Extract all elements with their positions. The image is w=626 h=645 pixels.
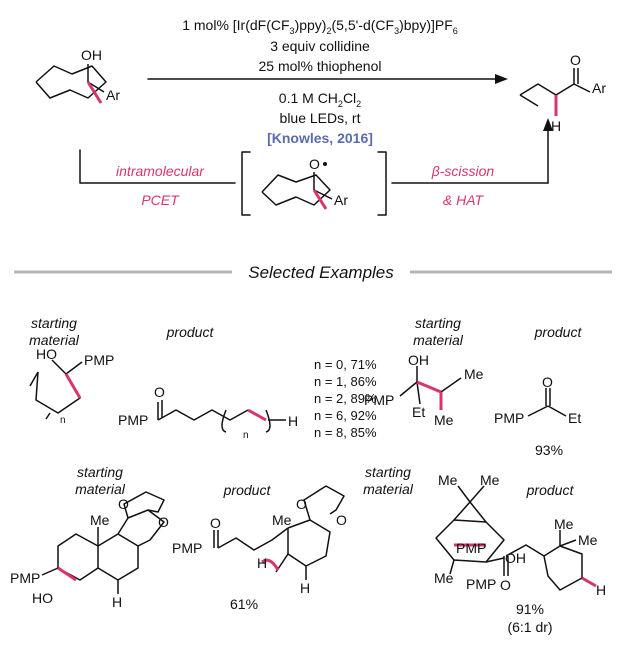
atom-ar-ketone: Ar: [592, 80, 606, 96]
conditions-line-4: 0.1 M CH2Cl2: [278, 90, 362, 109]
bracket-left: [241, 151, 251, 216]
atom-pmp-ex1: PMP: [84, 352, 115, 368]
atom-oh-ex4: OH: [505, 550, 526, 566]
alkoxy-radical-structure: [261, 172, 333, 206]
scission-label-2: & HAT: [442, 192, 484, 208]
atom-me-ex4c: Me: [434, 570, 454, 586]
dr-camphor: (6:1 dr): [507, 619, 553, 635]
chain-ketone-product-structure: [157, 400, 286, 433]
atom-me-ex3: Me: [90, 512, 110, 528]
loop-arrow-head: [543, 118, 553, 131]
scission-label-1: β-scission: [431, 163, 495, 179]
atom-o-prod3: O: [210, 515, 221, 531]
pcet-label-2: PCET: [141, 192, 179, 208]
n-yield-item: n = 8, 85%: [314, 425, 377, 440]
section-title: Selected Examples: [248, 263, 394, 282]
atom-me-prod4b: Me: [578, 532, 598, 548]
atom-ho-ex1: HO: [36, 346, 57, 362]
atom-oh-ex2: OH: [408, 352, 429, 368]
propiophenone-product-structure: [527, 388, 567, 417]
atom-me-ex4b: Me: [480, 472, 500, 488]
bracket-right: [377, 151, 387, 216]
mechanism-loop-line: [79, 149, 236, 184]
product-label-ex4: product: [526, 482, 574, 498]
yield-ketone: 93%: [535, 442, 564, 458]
n-yield-item: n = 2, 89%: [314, 391, 377, 406]
n-yield-item: n = 0, 71%: [314, 357, 377, 372]
atom-o-ex3b: O: [158, 514, 169, 530]
atom-o-ketone: O: [570, 52, 581, 68]
conditions-line-5: blue LEDs, rt: [279, 110, 361, 126]
atom-h-prod3b: H: [300, 580, 311, 596]
main-arrow-head: [495, 74, 508, 84]
bicyclic-sm-structure: [41, 491, 165, 594]
atom-me-prod4a: Me: [554, 516, 574, 532]
yield-camphor: 91%: [515, 601, 545, 617]
atom-pmp-prod3: PMP: [172, 540, 203, 556]
atom-pmp-ex3: PMP: [10, 570, 41, 586]
bornane-sm-structure: [435, 485, 505, 575]
atom-n-prod1: n: [243, 430, 249, 441]
atom-pmp-prod2: PMP: [494, 410, 525, 426]
atom-pmp-prod1: PMP: [118, 412, 149, 428]
atom-ho-ex3: HO: [32, 590, 53, 606]
atom-o-prod1: O: [154, 384, 165, 400]
pcet-label-1: intramolecular: [116, 163, 204, 179]
tertiary-alcohol-sm-structure: [399, 366, 462, 405]
atom-oh-top: OH: [81, 47, 102, 63]
product-label-ex1: product: [166, 324, 214, 340]
atom-o-prod3b: O: [336, 512, 347, 528]
product-label-ex3: product: [223, 482, 271, 498]
atom-o-prod4: O: [500, 577, 511, 593]
atom-me-ex4a: Me: [438, 472, 458, 488]
atom-o-radical: O: [309, 156, 320, 172]
atom-me-ex2b: Me: [434, 412, 454, 428]
n-yield-item: n = 1, 86%: [314, 374, 377, 389]
yield-steroid: 61%: [230, 596, 259, 612]
product-label-ex2: product: [534, 324, 582, 340]
atom-ar-radical: Ar: [334, 192, 348, 208]
atom-n-ex1: n: [60, 415, 66, 426]
conditions-line-3: 25 mol% thiophenol: [258, 58, 382, 74]
atom-h-prod3a: H: [257, 555, 268, 571]
citation-label: [Knowles, 2016]: [267, 130, 373, 146]
atom-o-ex3a: O: [118, 496, 129, 512]
n-yield-list: n = 0, 71% n = 1, 86% n = 2, 89% n = 6, …: [314, 356, 377, 441]
atom-h-prod4: H: [596, 582, 607, 598]
conditions-line-1: 1 mol% [Ir(dF(CF3)ppy)2(5,5'-d(CF3)bpy)]…: [182, 17, 458, 36]
atom-pmp-ex4: PMP: [466, 576, 497, 592]
atom-h-prod1: H: [288, 413, 299, 429]
atom-et-prod2: Et: [568, 410, 582, 426]
atom-ar-top: Ar: [106, 87, 120, 103]
n-yield-item: n = 6, 92%: [314, 408, 377, 423]
atom-me-ex2a: Me: [464, 366, 484, 382]
atom-o-prod3a: O: [296, 496, 307, 512]
atom-pmp-prod4: PMP: [456, 540, 487, 556]
atom-h-ketone: H: [551, 118, 562, 134]
conditions-line-2: 3 equiv collidine: [270, 38, 370, 54]
atom-o-prod2: O: [542, 374, 553, 390]
atom-et-ex2: Et: [412, 404, 426, 420]
atom-me-prod3: Me: [272, 512, 292, 528]
atom-pmp-ex2: PMP: [364, 392, 395, 408]
atom-h-ex3: H: [112, 594, 123, 610]
bicyclic-product-structure: [213, 485, 345, 580]
